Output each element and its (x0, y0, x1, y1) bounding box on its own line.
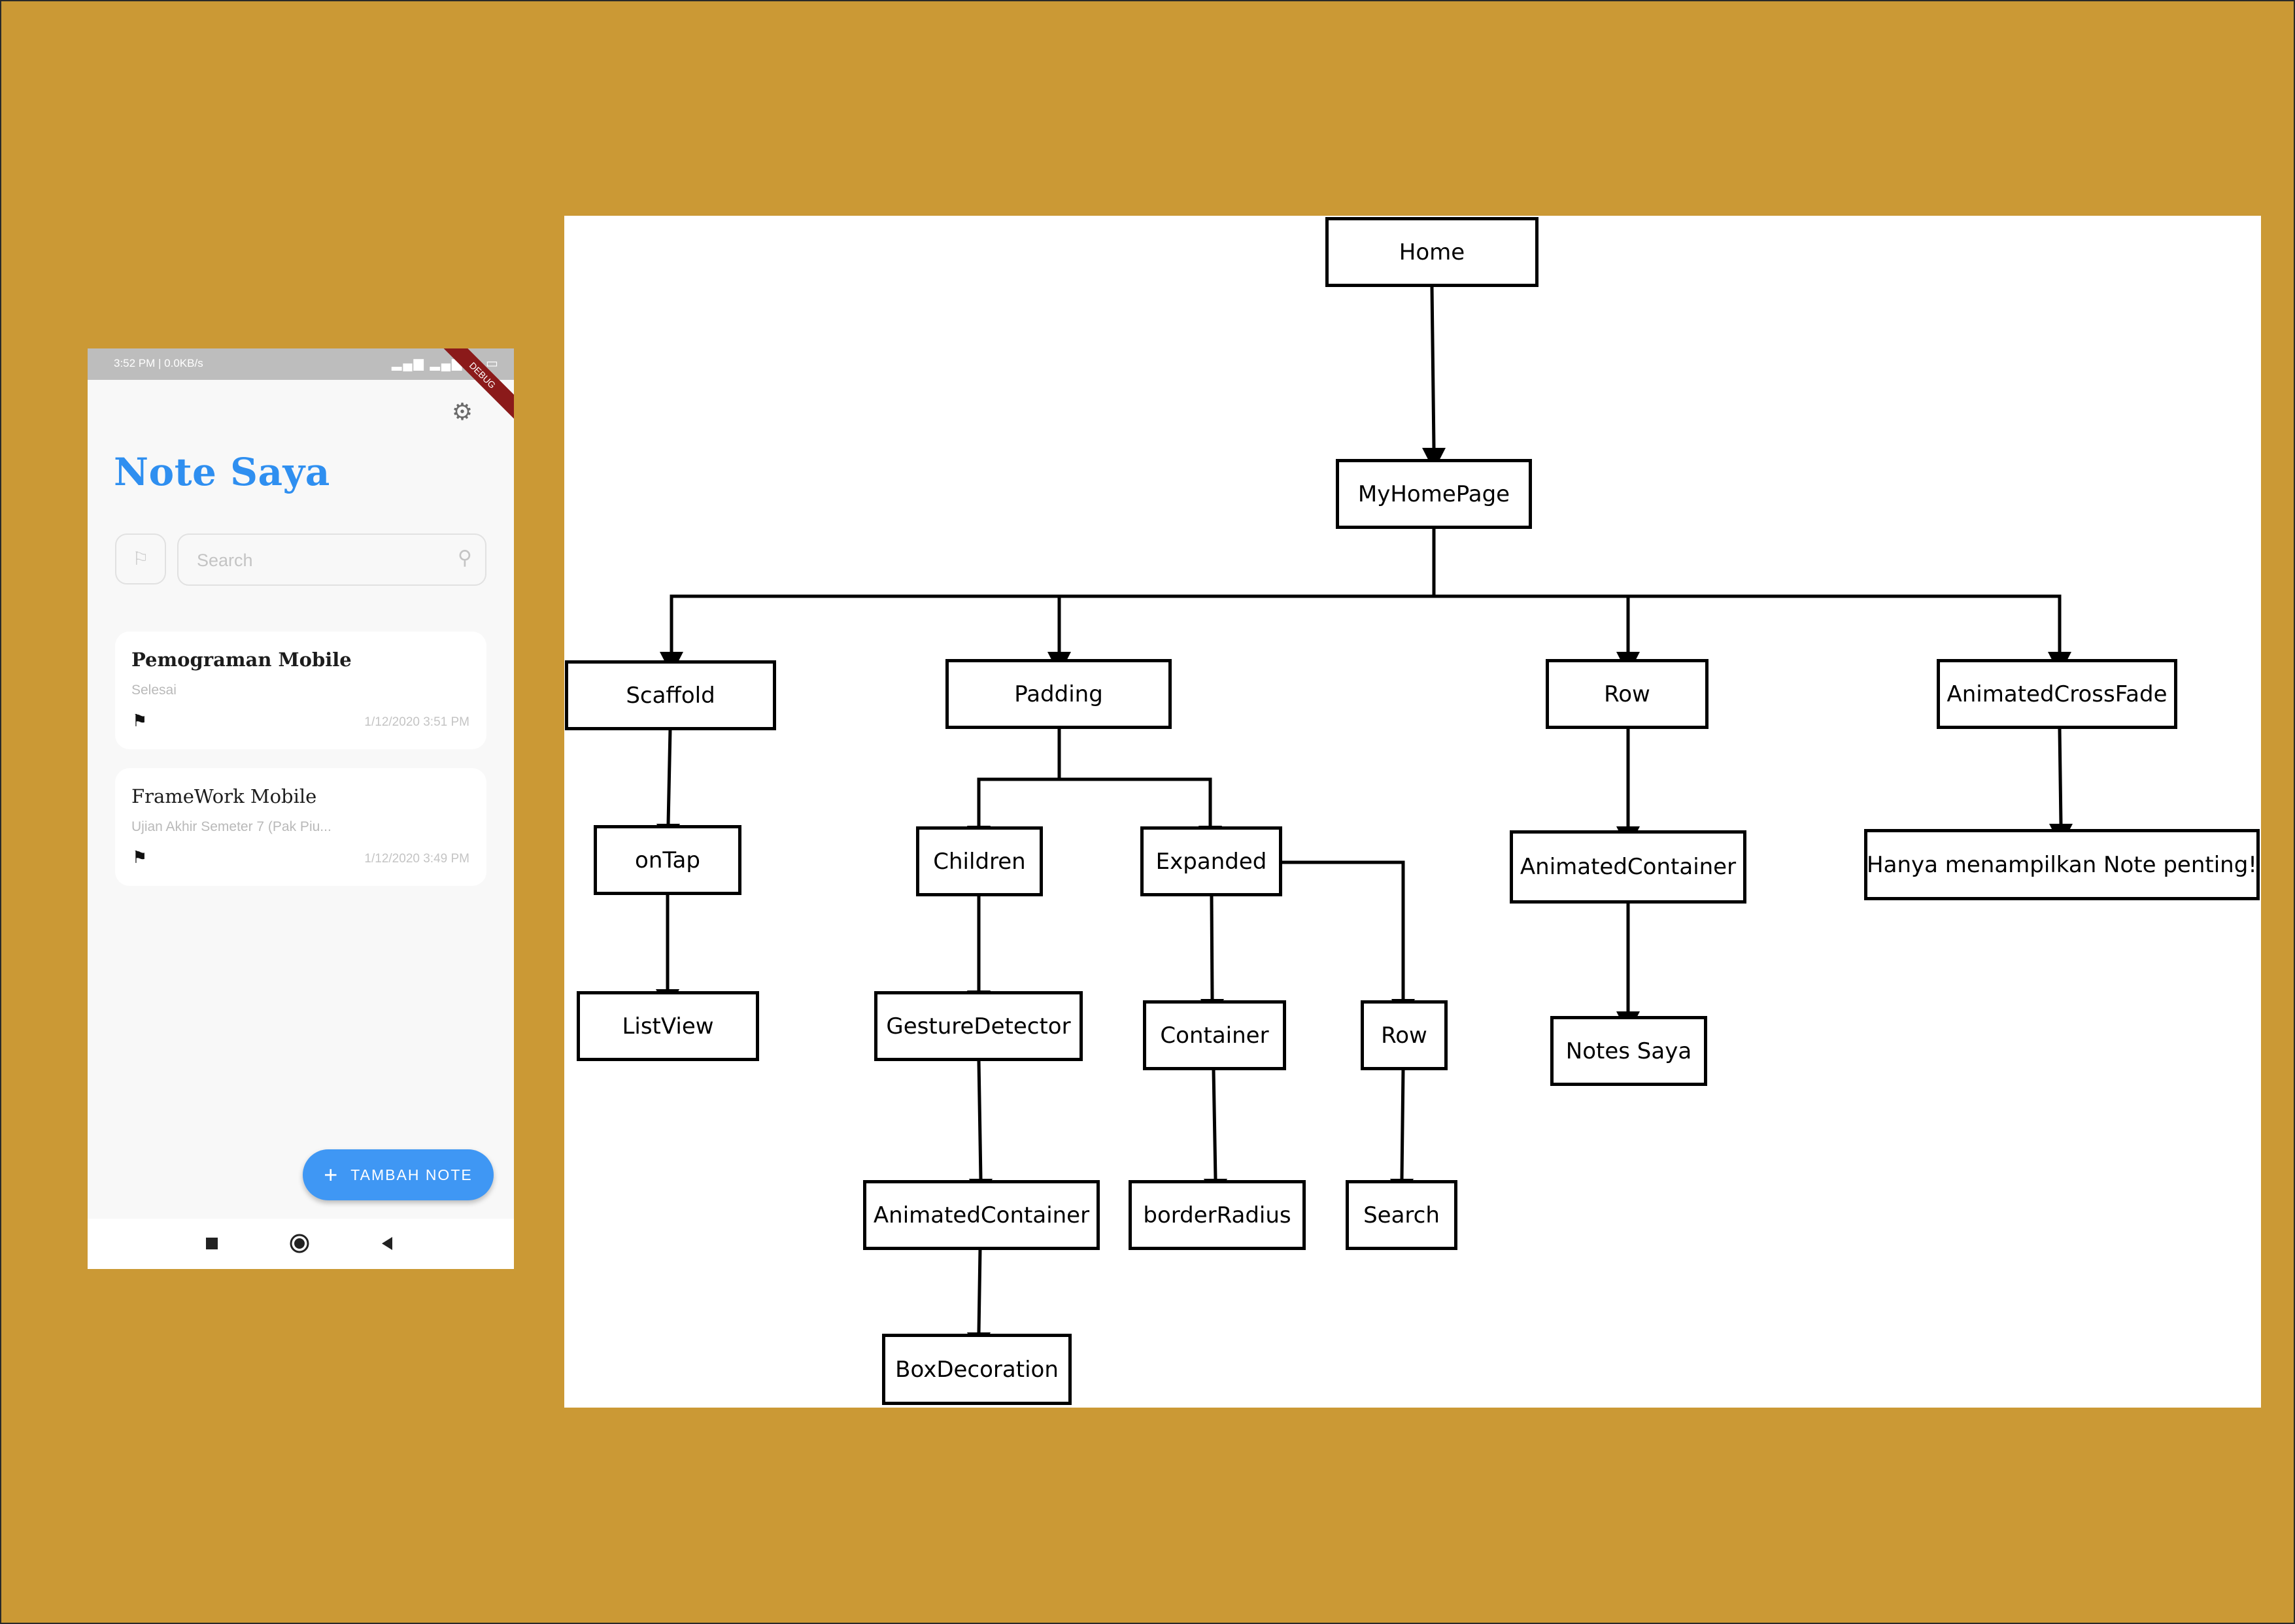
add-note-button[interactable]: + TAMBAH NOTE (303, 1149, 494, 1200)
note-card[interactable]: FrameWork Mobile Ujian Akhir Semeter 7 (… (115, 768, 486, 886)
node-notessaya: Notes Saya (1550, 1016, 1707, 1086)
node-animatedcontainer-left: AnimatedContainer (863, 1180, 1100, 1250)
note-title: FrameWork Mobile (131, 785, 317, 807)
note-card[interactable]: Pemograman Mobile Selesai ⚑ 1/12/2020 3:… (115, 632, 486, 749)
node-children: Children (916, 826, 1043, 896)
flag-icon[interactable]: ⚑ (132, 848, 148, 868)
search-icon: ⚲ (458, 547, 472, 569)
node-expanded: Expanded (1140, 826, 1282, 896)
note-subtitle: Ujian Akhir Semeter 7 (Pak Piu... (131, 819, 332, 834)
flag-outline-icon: ⚐ (132, 548, 149, 569)
add-note-label: TAMBAH NOTE (350, 1166, 473, 1183)
filter-important-button[interactable]: ⚐ (115, 533, 166, 584)
status-bar: 3:52 PM | 0.0KB/s ▂▄▆ ▂▄▆ ◠ ▭ (88, 348, 514, 380)
note-subtitle: Selesai (131, 683, 177, 698)
node-borderradius: borderRadius (1129, 1180, 1306, 1250)
android-nav-bar (88, 1219, 514, 1269)
widget-tree-diagram: Home MyHomePage Scaffold Padding Row Ani… (564, 216, 2261, 1408)
node-ontap: onTap (594, 825, 741, 895)
node-scaffold: Scaffold (565, 660, 776, 730)
phone-screenshot: 3:52 PM | 0.0KB/s ▂▄▆ ▂▄▆ ◠ ▭ DEBUG ⚙ No… (88, 348, 514, 1269)
gear-icon[interactable]: ⚙ (451, 399, 473, 426)
page-title: Note Saya (114, 450, 330, 494)
node-container: Container (1143, 1000, 1286, 1070)
node-hanya-menampilkan: Hanya menampilkan Note penting! (1864, 829, 2260, 900)
search-field[interactable]: ⚲ (177, 533, 486, 586)
circle-nav-icon[interactable] (284, 1228, 315, 1259)
node-row: Row (1546, 659, 1708, 729)
node-myhomepage: MyHomePage (1336, 459, 1532, 529)
node-home: Home (1325, 217, 1538, 287)
square-nav-icon[interactable] (196, 1228, 228, 1259)
flag-icon[interactable]: ⚑ (132, 711, 148, 731)
node-animatedcrossfade: AnimatedCrossFade (1937, 659, 2177, 729)
note-time: 1/12/2020 3:49 PM (364, 852, 469, 866)
node-gesturedetector: GestureDetector (874, 991, 1083, 1061)
triangle-nav-icon[interactable] (371, 1228, 403, 1259)
status-time: 3:52 PM | 0.0KB/s (114, 357, 203, 369)
plus-icon: + (324, 1161, 339, 1188)
search-input[interactable] (196, 544, 447, 577)
note-title: Pemograman Mobile (131, 649, 352, 671)
node-boxdecoration: BoxDecoration (882, 1334, 1072, 1405)
node-row-inner: Row (1361, 1000, 1448, 1070)
node-padding: Padding (945, 659, 1172, 729)
note-time: 1/12/2020 3:51 PM (364, 715, 469, 729)
node-listview: ListView (577, 991, 759, 1061)
node-search: Search (1346, 1180, 1457, 1250)
node-animatedcontainer-right: AnimatedContainer (1510, 830, 1746, 904)
